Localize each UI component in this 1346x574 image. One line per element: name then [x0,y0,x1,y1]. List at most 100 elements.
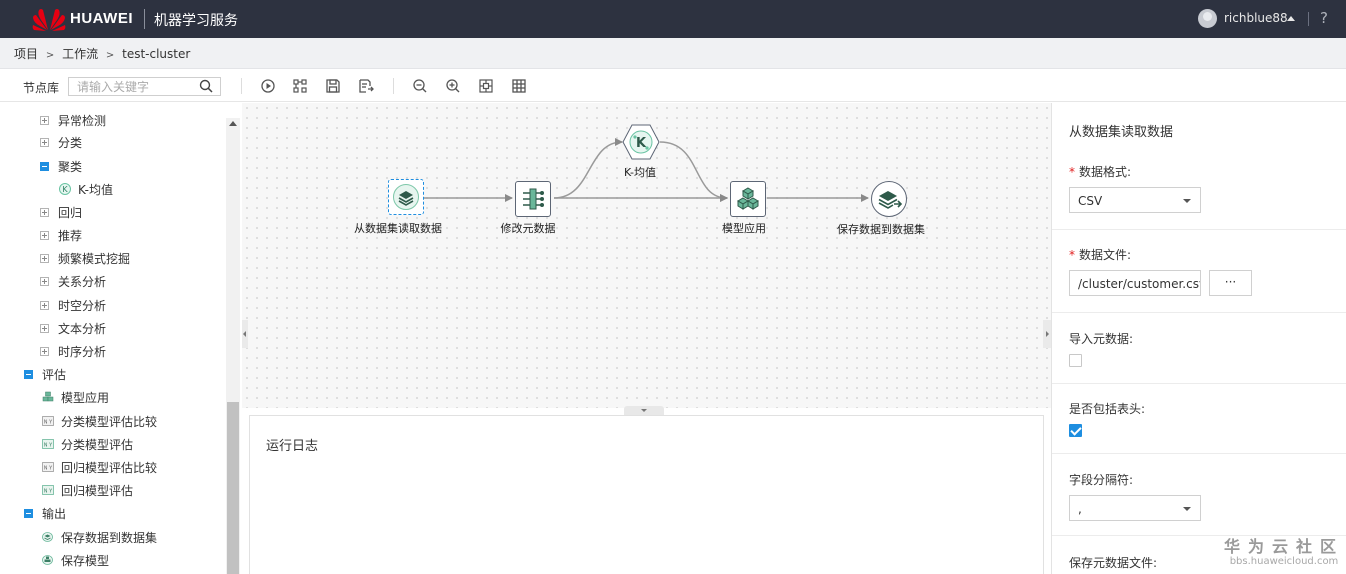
node-save-to-dataset[interactable] [871,181,907,217]
tree-item-label: 模型应用 [61,390,110,405]
help-icon[interactable]: ? [1320,9,1328,27]
tree-item-spatiotemporal[interactable]: 时空分析 [40,295,106,315]
data-format-label: *数据格式: [1069,163,1131,180]
tree-item-save-to-dataset[interactable]: 保存数据到数据集 [42,527,157,547]
workflow-edges [423,138,869,202]
brand-name: HUAWEI [70,10,133,27]
tree-item-anomaly-detection[interactable]: 异常检测 [40,110,106,130]
node-label: 模型应用 [722,222,766,235]
tree-item-save-model[interactable]: 保存模型 [42,550,109,570]
collapse-icon[interactable] [40,161,49,171]
huawei-logo-icon [32,9,66,31]
scroll-up-arrow-icon[interactable] [229,121,237,126]
tree-item-label: 关系分析 [58,274,107,289]
run-icon[interactable] [260,78,276,94]
collapse-icon[interactable] [24,369,33,379]
tree-item-time-series[interactable]: 时序分析 [40,341,106,361]
expand-icon[interactable] [40,300,49,310]
tree-item-classification-eval-compare[interactable]: N Y 分类模型评估比较 [42,411,157,431]
evaluation-icon: N Y [42,439,54,449]
username[interactable]: richblue88 [1224,11,1288,25]
collapse-icon[interactable] [24,508,33,518]
save-metadata-file-label: 保存元数据文件: [1069,556,1158,570]
tree-item-classification[interactable]: 分类 [40,132,82,152]
breadcrumb-separator-icon: > [105,50,115,61]
svg-text:N Y: N Y [44,420,53,426]
toolbar-divider [393,78,394,94]
fit-to-screen-icon[interactable] [478,78,494,94]
breadcrumb: 项目 > 工作流 > test-cluster [0,38,1346,69]
browse-file-button[interactable]: ··· [1209,270,1252,296]
node-label: 从数据集读取数据 [354,222,442,235]
tree-item-regression[interactable]: 回归 [40,202,82,222]
expand-icon[interactable] [40,276,49,286]
expand-icon[interactable] [40,346,49,356]
include-header-checkbox[interactable] [1069,424,1082,437]
tree-item-text-analysis[interactable]: 文本分析 [40,318,106,338]
toolbar: 节点库 [0,70,1346,102]
tree-item-label: 评估 [42,367,67,382]
node-model-apply[interactable] [730,181,766,217]
auto-layout-icon[interactable] [292,78,308,94]
expand-icon[interactable] [40,230,49,240]
breadcrumb-workflow[interactable]: 工作流 [62,47,99,61]
data-file-input[interactable]: /cluster/customer.csv [1069,270,1201,296]
product-name[interactable]: 机器学习服务 [154,13,238,29]
node-label: K-均值 [623,166,657,179]
tree-item-label: 保存模型 [61,553,110,568]
node-modify-metadata[interactable] [515,181,551,217]
tree-item-output[interactable]: 输出 [24,503,66,523]
breadcrumb-separator-icon: > [45,50,55,61]
tree-item-label: 回归 [58,205,83,220]
node-kmeans[interactable]: K [622,124,660,160]
tree-item-evaluation[interactable]: 评估 [24,364,66,384]
top-bar: HUAWEI 机器学习服务 richblue88 ? [0,0,1346,38]
tree-item-classification-eval[interactable]: N Y 分类模型评估 [42,434,133,454]
data-file-label: *数据文件: [1069,246,1131,263]
tree-item-recommendation[interactable]: 推荐 [40,225,82,245]
expand-icon[interactable] [40,207,49,217]
tree-item-clustering[interactable]: 聚类 [40,156,82,176]
import-metadata-checkbox[interactable] [1069,354,1082,367]
search-icon[interactable] [199,79,213,93]
tree-scroll-thumb[interactable] [227,402,239,574]
data-format-select[interactable]: CSV [1069,187,1201,213]
save-icon[interactable] [325,78,341,94]
collapse-right-panel-handle[interactable] [1043,320,1051,348]
required-marker: * [1069,248,1075,262]
svg-text:N Y: N Y [44,443,53,449]
tree-item-regression-eval[interactable]: N Y 回归模型评估 [42,480,133,500]
divider [1052,229,1346,230]
topbar-divider [1308,12,1309,26]
collapse-log-panel-handle[interactable] [624,406,664,415]
save-as-icon[interactable] [358,78,374,94]
breadcrumb-current: test-cluster [122,47,191,61]
edge-kmeans-to-apply [659,141,728,202]
tree-item-regression-eval-compare[interactable]: N Y 回归模型评估比较 [42,457,157,477]
user-avatar[interactable] [1198,9,1217,28]
tree-item-kmeans[interactable]: K K-均值 [59,179,113,199]
tree-item-label: 分类模型评估比较 [61,414,158,429]
node-read-dataset[interactable] [388,179,424,215]
tree-item-model-apply[interactable]: 模型应用 [42,387,109,407]
zoom-in-icon[interactable] [445,78,461,94]
field-delimiter-select[interactable]: , [1069,495,1201,521]
cubes-icon [42,391,54,402]
user-menu-caret-icon[interactable] [1287,16,1295,21]
layers-icon [393,184,419,210]
grid-icon[interactable] [511,78,527,94]
zoom-out-icon[interactable] [412,78,428,94]
evaluation-compare-icon: N Y [42,416,54,426]
svg-text:N Y: N Y [44,489,53,495]
node-search-input[interactable] [68,77,221,96]
collapse-left-panel-handle[interactable] [242,320,248,348]
expand-icon[interactable] [40,323,49,333]
tree-item-label: 推荐 [58,228,83,243]
expand-icon[interactable] [40,115,49,125]
tree-item-relation-analysis[interactable]: 关系分析 [40,271,106,291]
tree-item-frequent-pattern[interactable]: 频繁模式挖掘 [40,248,130,268]
expand-icon[interactable] [40,137,49,147]
expand-icon[interactable] [40,253,49,263]
edge-meta-to-kmeans [553,138,623,199]
breadcrumb-project[interactable]: 项目 [14,47,39,61]
